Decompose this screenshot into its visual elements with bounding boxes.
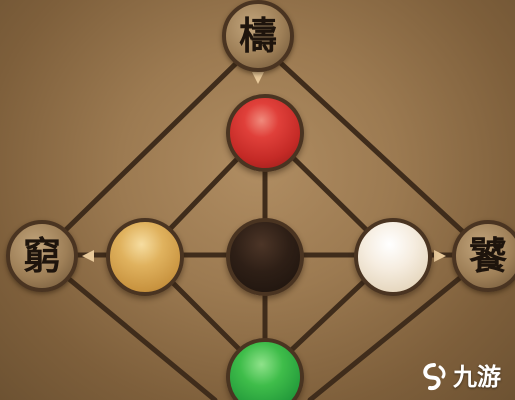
char-node-top[interactable]: 檮 [222,0,294,72]
watermark: 九游 [419,362,501,392]
arrow-right-icon [434,250,446,262]
char-node-left[interactable]: 窮 [6,220,78,292]
white-ball[interactable] [354,218,432,296]
char-top-label: 檮 [238,13,277,58]
outer-line-top-left [37,39,261,258]
black-ball[interactable] [226,218,304,296]
red-ball[interactable] [226,94,304,172]
yellow-ball[interactable] [106,218,184,296]
arrow-left-icon [82,250,94,262]
green-ball[interactable] [226,338,304,400]
arrow-down-icon [252,72,264,84]
outer-line-bottom-right [307,252,491,400]
char-right-label: 饕 [468,233,507,278]
watermark-text: 九游 [453,363,501,391]
char-node-right[interactable]: 饕 [452,220,515,292]
swirl-logo-icon [423,363,446,391]
char-left-label: 窮 [22,233,61,278]
outer-line-top-right [255,39,491,258]
